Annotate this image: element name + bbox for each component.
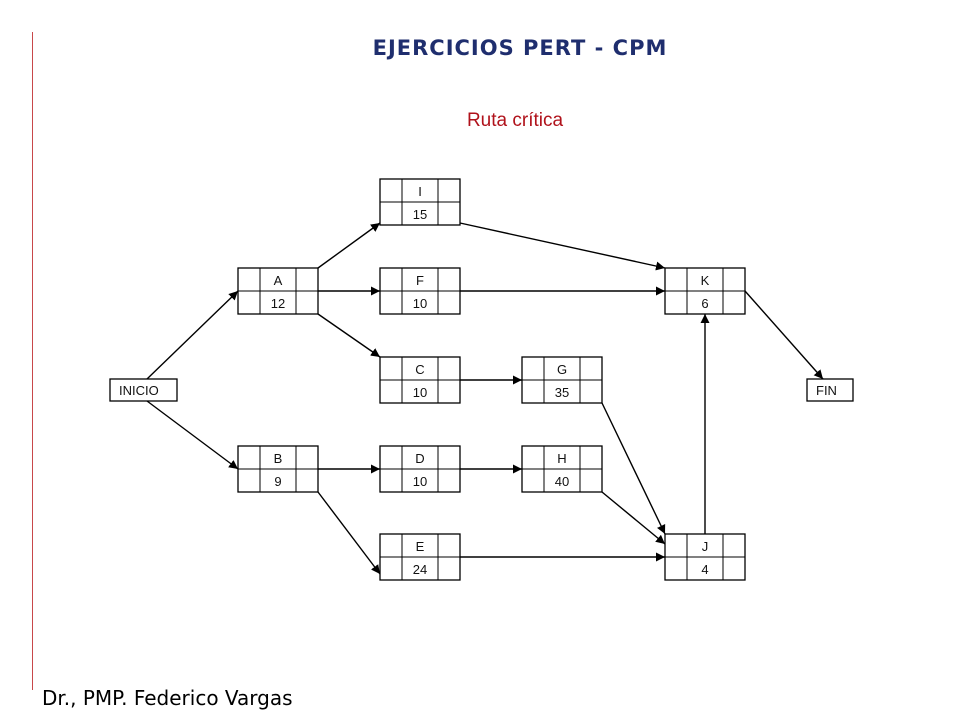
left-accent-rule xyxy=(32,32,33,690)
node-g: G 35 xyxy=(521,356,603,404)
node-h-duration: 40 xyxy=(555,474,569,489)
node-c-duration: 10 xyxy=(413,385,427,400)
edge-g-j xyxy=(601,402,666,535)
node-e-id: E xyxy=(416,539,425,554)
node-d-id: D xyxy=(415,451,424,466)
node-j: J4 xyxy=(664,533,746,581)
node-i-duration: 15 xyxy=(413,207,427,222)
node-b: B9 xyxy=(237,445,319,493)
node-e-duration: 24 xyxy=(413,562,427,577)
edge-k-fin xyxy=(744,290,824,380)
edge-i-k xyxy=(459,222,666,271)
node-a-id: A xyxy=(274,273,283,288)
edge-h-j xyxy=(601,491,666,545)
node-d-duration: 10 xyxy=(413,474,427,489)
node-k-id: K xyxy=(701,273,710,288)
node-j-duration: 4 xyxy=(701,562,708,577)
node-f: F 10 xyxy=(379,267,461,315)
node-i: I 15 xyxy=(379,178,461,226)
node-inicio: INICIO xyxy=(109,378,178,402)
node-c: C 10 xyxy=(379,356,461,404)
node-fin-label: FIN xyxy=(816,383,837,398)
edge-inicio-a xyxy=(146,290,239,380)
edge-a-i xyxy=(317,222,381,269)
node-f-duration: 10 xyxy=(413,296,427,311)
node-g-id: G xyxy=(557,362,567,377)
node-b-id: B xyxy=(274,451,283,466)
node-h: H 40 xyxy=(521,445,603,493)
footer-author: Dr., PMP. Federico Vargas xyxy=(42,686,293,710)
edges-layer xyxy=(146,222,824,575)
node-d: D 10 xyxy=(379,445,461,493)
node-f-id: F xyxy=(416,273,424,288)
node-b-duration: 9 xyxy=(274,474,281,489)
node-fin: FIN xyxy=(806,378,854,402)
node-k-duration: 6 xyxy=(701,296,708,311)
node-c-id: C xyxy=(415,362,424,377)
node-k: K6 xyxy=(664,267,746,315)
page-subtitle: Ruta crítica xyxy=(466,110,564,131)
node-a: A 12 xyxy=(237,267,319,315)
edge-a-c xyxy=(317,313,381,358)
node-i-id: I xyxy=(418,184,422,199)
node-a-duration: 12 xyxy=(271,296,285,311)
node-h-id: H xyxy=(557,451,566,466)
node-j-id: J xyxy=(702,539,709,554)
node-g-duration: 35 xyxy=(555,385,569,400)
node-e: E 24 xyxy=(379,533,461,581)
page-title: EJERCICIOS PERT - CPM xyxy=(372,36,668,60)
edge-inicio-b xyxy=(146,400,239,470)
edge-b-e xyxy=(317,491,381,575)
node-inicio-label: INICIO xyxy=(119,383,159,398)
